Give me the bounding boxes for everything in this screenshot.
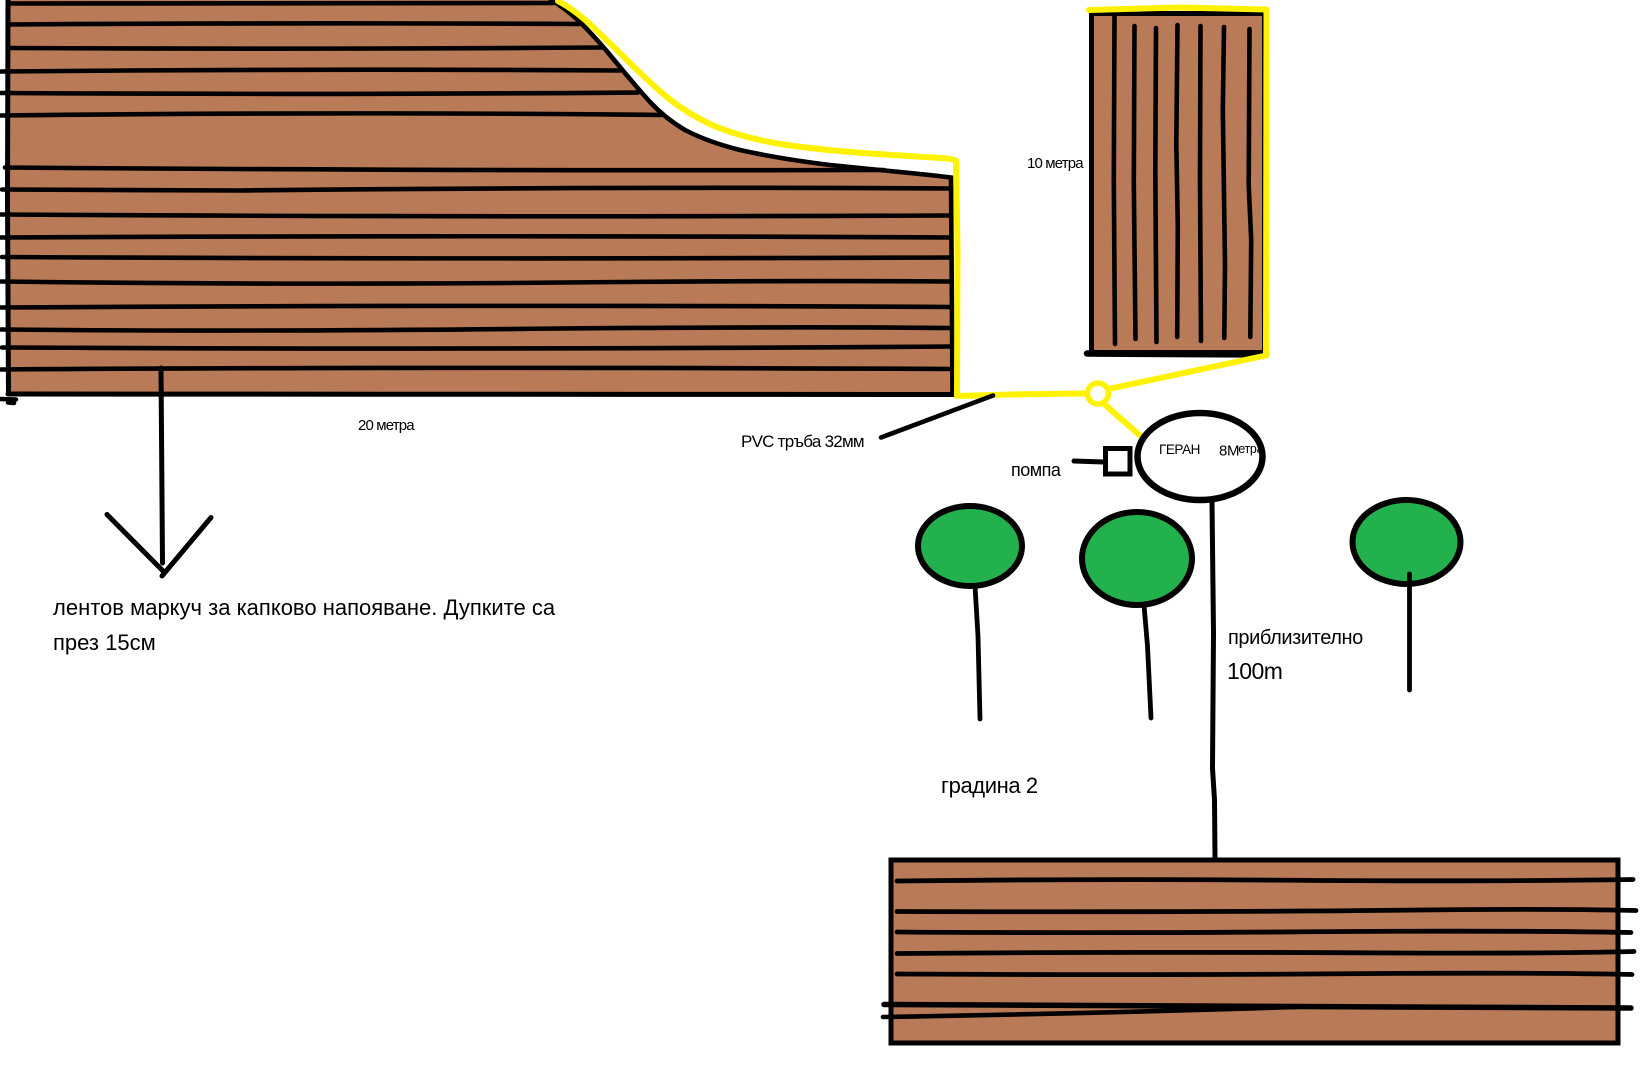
garden1-corner-nub [0, 396, 19, 406]
drip-line [894, 928, 1634, 936]
plot2-group [1083, 11, 1270, 358]
drip-line [1111, 14, 1118, 347]
drip-line [5, 45, 605, 51]
drip-line [1220, 24, 1228, 341]
garden1-width-label: 20 метра [358, 417, 415, 434]
drip-line [0, 67, 623, 74]
well-name-label: ГЕРАН [1159, 442, 1200, 457]
pvc-pipes [555, 0, 1270, 439]
drip-line [0, 90, 641, 97]
distance-label-line1: приблизително [1228, 627, 1363, 649]
drip-line [0, 303, 955, 310]
pump-group [1071, 446, 1133, 477]
drip-line [1246, 26, 1254, 340]
garden2-drip-lines [880, 877, 1639, 1020]
drip-line [894, 970, 1635, 978]
drip-line [894, 877, 1636, 884]
drip-line [0, 325, 954, 333]
garden1-group [0, 0, 961, 406]
well-ellipse [1134, 409, 1266, 504]
plot2-height-label: 10 метра [1027, 155, 1084, 172]
tree-crown [915, 503, 1025, 589]
drip-line [880, 1004, 1300, 1020]
garden2-group [880, 857, 1639, 1046]
garden1-bottom-border [5, 390, 961, 398]
pvc-pipe-main [555, 0, 1087, 399]
drip-line [1153, 25, 1159, 345]
drip-tape-note-label: лентов маркуч за капково напояване. Дупк… [53, 590, 555, 660]
garden1-curve-border [548, 0, 955, 394]
drip-line [0, 212, 953, 219]
pvc-pipe-label: PVC тръба 32мм [741, 432, 865, 451]
drip-line [1174, 22, 1181, 340]
drip-line [0, 111, 664, 118]
drip-line [0, 233, 954, 240]
well-size-label: 8Метра [1219, 442, 1264, 460]
tree-crown [1079, 509, 1195, 608]
drip-line [0, 278, 954, 286]
pump-label: помпа [1011, 460, 1061, 480]
tree-crown [1349, 497, 1464, 587]
drip-tape-note-line1: лентов маркуч за капково напояване. Дупк… [53, 595, 556, 620]
drip-line [2, 165, 887, 173]
garden2-label: градина 2 [941, 773, 1038, 798]
drip-line [0, 254, 953, 261]
plot2-drip-lines [1111, 14, 1254, 347]
pvc-pipe-plot2 [1086, 4, 1270, 392]
drip-line [894, 906, 1639, 915]
garden1-bed [8, 0, 953, 394]
garden1-left-border [4, 0, 11, 395]
trees-group [915, 497, 1464, 722]
pvc-pipe-branch-well [1099, 399, 1143, 439]
well-size-big: 8М [1219, 442, 1240, 460]
distance-line [1209, 501, 1218, 859]
drip-line [894, 949, 1637, 956]
plot2-bottom-border [1083, 350, 1270, 358]
pipe-junction-ring [1084, 380, 1112, 407]
pvc-pointer-line [878, 393, 996, 440]
tree-trunk [1141, 602, 1154, 721]
drip-line [5, 21, 583, 27]
well-size-small: етра [1238, 442, 1264, 456]
drip-tape-note-line2: през 15см [53, 630, 156, 655]
tree-trunk [972, 583, 983, 722]
arrow-shaft [158, 365, 165, 566]
drip-line [0, 185, 953, 193]
drip-line [0, 365, 954, 372]
arrow-head [104, 512, 214, 579]
drip-line [0, 344, 953, 351]
pump-symbol [1103, 446, 1133, 477]
drip-line [5, 0, 556, 6]
drip-line [1131, 23, 1138, 342]
distance-label-line2: 100m [1227, 658, 1283, 684]
drip-tape-arrow [104, 365, 214, 579]
garden1-drip-lines [0, 0, 955, 372]
drip-line [1197, 23, 1204, 344]
